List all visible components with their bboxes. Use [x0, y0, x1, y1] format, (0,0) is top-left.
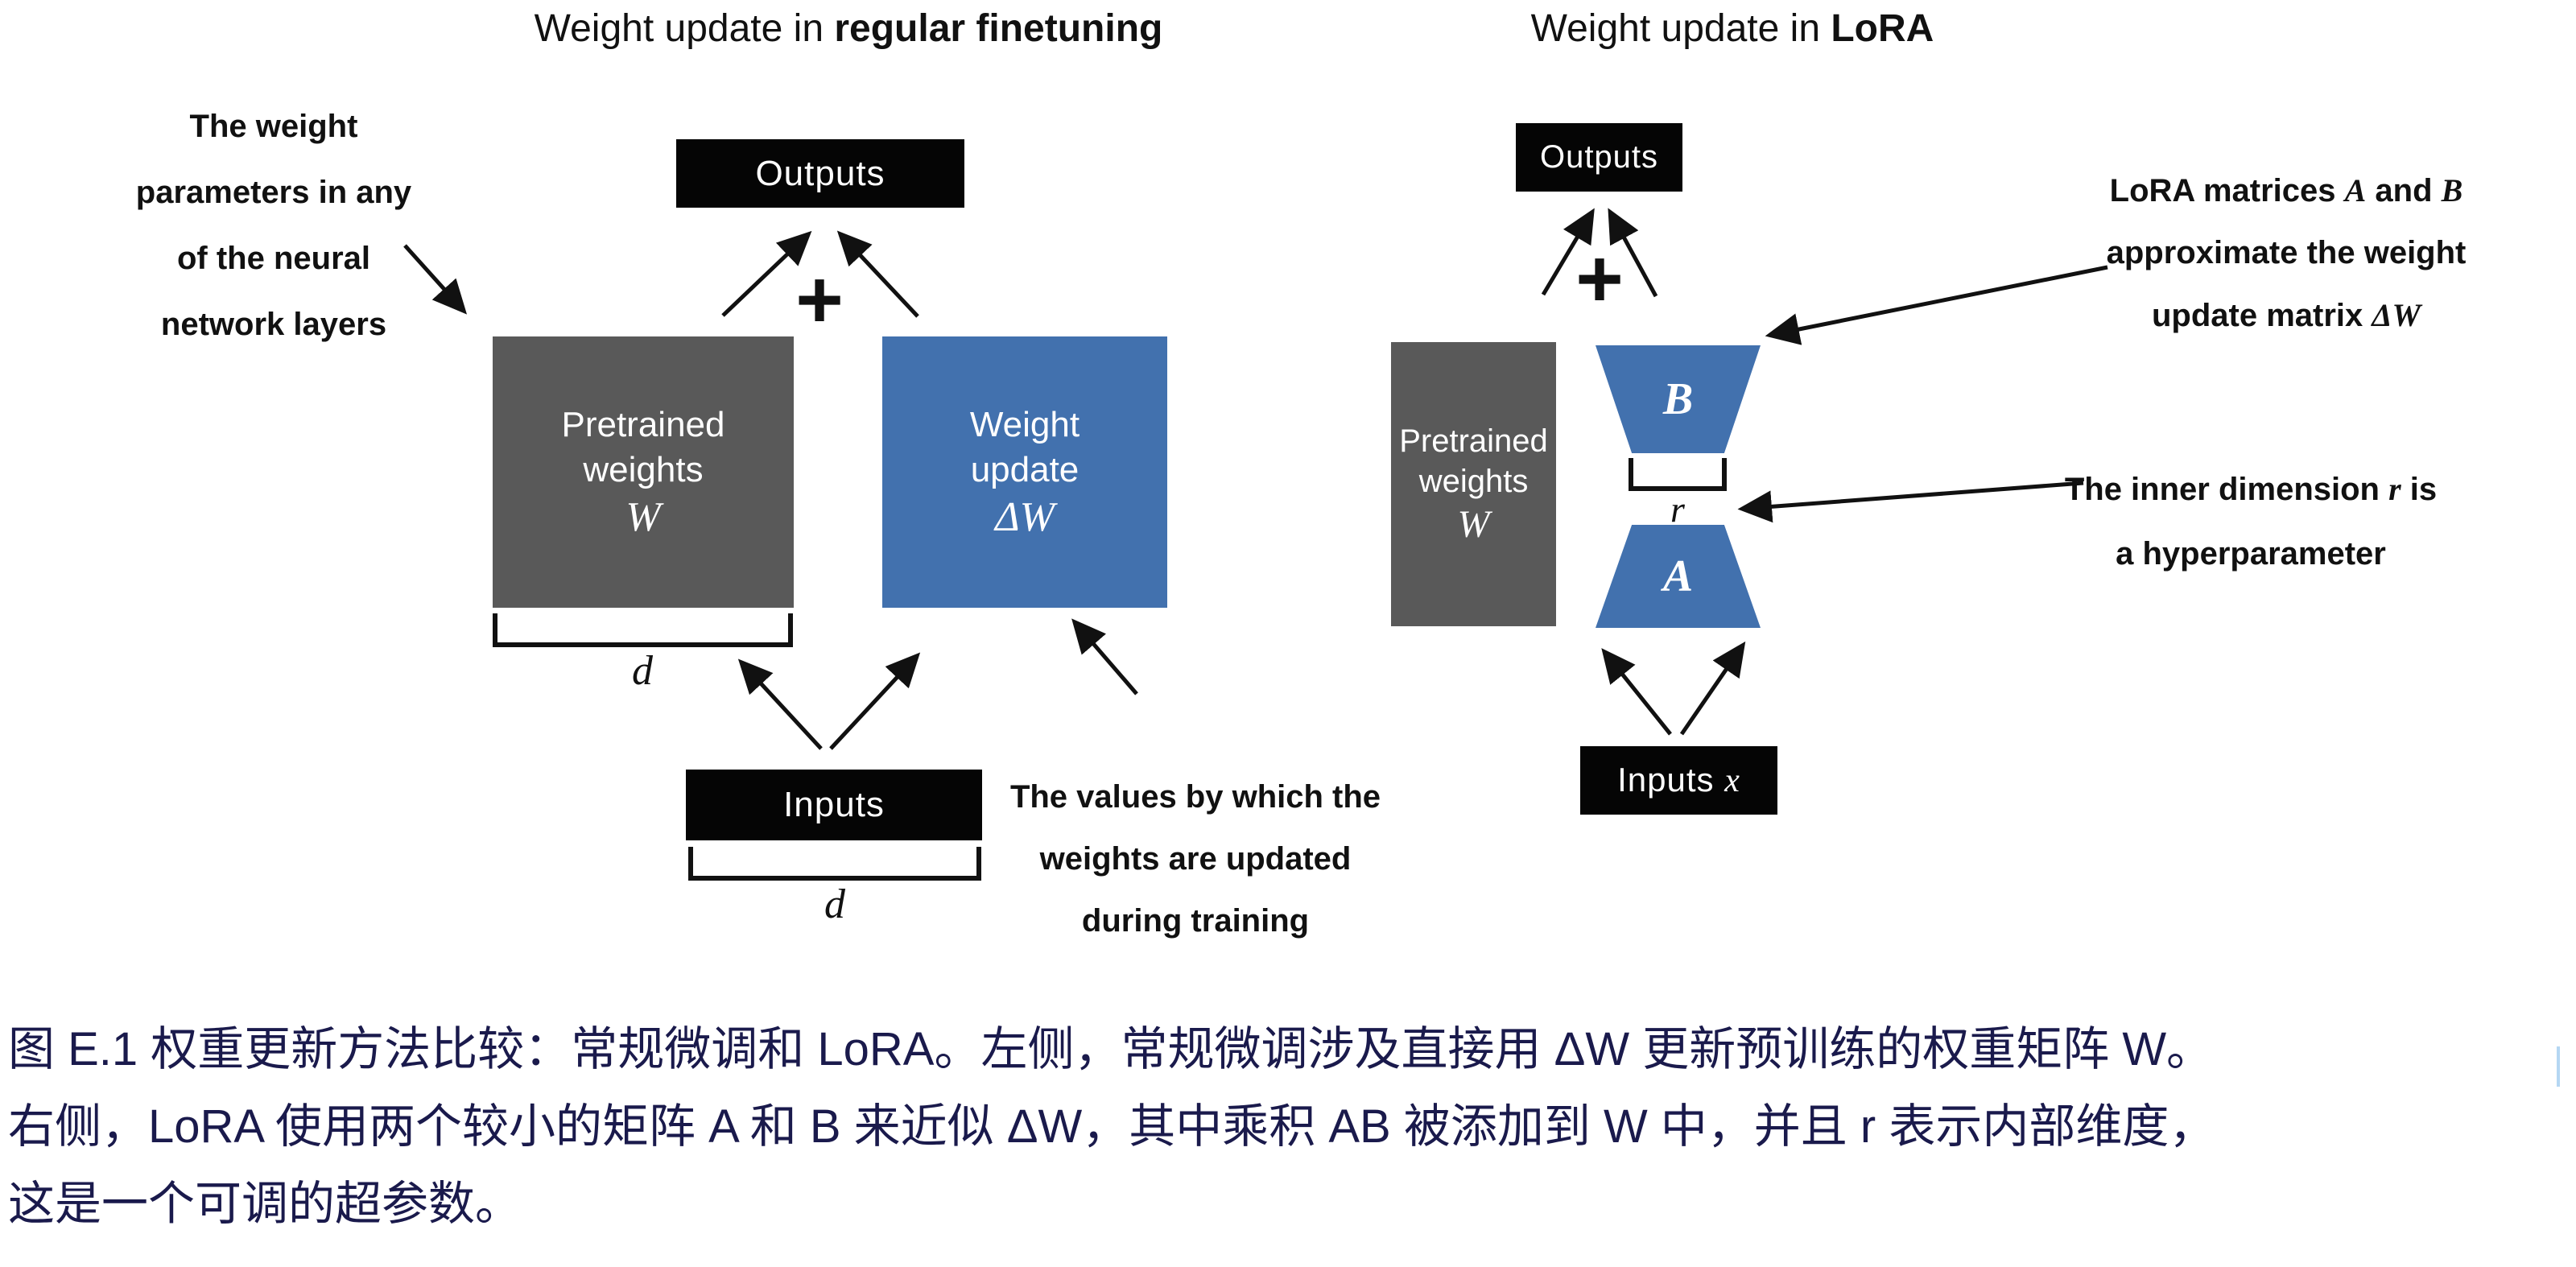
bracket-d-inputs — [688, 847, 981, 881]
bracket-d-weights — [493, 613, 793, 647]
figure-caption: 图 E.1 权重更新方法比较：常规微调和 LoRA。左侧，常规微调涉及直接用 Δ… — [8, 1011, 2572, 1243]
weights-annotation-line: parameters in any — [135, 175, 412, 210]
pretrained-math-w: W — [1457, 502, 1490, 546]
plus-glyph: + — [1575, 233, 1624, 324]
weights-annotation-line: of the neural — [176, 241, 371, 276]
arrow-right-inputs-to-w — [1601, 648, 1672, 736]
caption-line-1: 图 E.1 权重更新方法比较：常规微调和 LoRA。左侧，常规微调涉及直接用 Δ… — [8, 1023, 2214, 1075]
inputs-word: Inputs — [1617, 761, 1725, 799]
weights-annotation-line: The weight — [189, 109, 358, 144]
values-annotation-line: The values by which the — [1009, 779, 1381, 815]
arrow-lora-annotation — [1765, 265, 2108, 345]
left-outputs-label: Outputs — [755, 153, 886, 193]
plus-glyph: + — [795, 254, 844, 345]
arrow-left-dw-to-outputs — [836, 230, 919, 318]
left-inputs-label: Inputs — [783, 785, 885, 824]
values-annotation-line: during training — [1081, 903, 1310, 939]
right-plus-sign: + — [1551, 237, 1648, 320]
right-title: Weight update in LoRA — [1410, 6, 2054, 51]
d-label-inputs: d — [795, 881, 875, 928]
arrow-values-annotation — [1071, 618, 1138, 695]
left-inputs-box: Inputs — [686, 770, 982, 840]
d-glyph: d — [632, 648, 653, 694]
arrow-weights-annotation — [403, 244, 468, 315]
pretrained-line: weights — [1418, 463, 1529, 499]
pretrained-line: weights — [583, 449, 704, 489]
right-pretrained-weights-box: Pretrained weights W — [1391, 342, 1556, 626]
arrow-right-inputs-to-a — [1679, 641, 1746, 736]
update-line: update — [970, 449, 1080, 489]
matrix-b-label: B — [1662, 374, 1694, 424]
lora-annotation-line: LoRA matrices A and B — [2109, 172, 2463, 208]
arrow-left-inputs-to-w — [737, 658, 823, 750]
right-inputs-box: Inputs x — [1580, 746, 1777, 815]
update-line: Weight — [969, 404, 1080, 444]
text-cursor-artifact — [2557, 1046, 2560, 1087]
weights-annotation: The weight parameters in any of the neur… — [72, 93, 475, 357]
inputs-math-x: x — [1724, 762, 1740, 799]
right-outputs-label: Outputs — [1539, 139, 1659, 175]
matrix-a-label: A — [1662, 551, 1694, 601]
arrow-rank-annotation — [1737, 481, 2084, 523]
lora-annotation: LoRA matrices A and B approximate the we… — [2085, 159, 2487, 347]
d-glyph: d — [824, 881, 845, 927]
rank-annotation-line: The inner dimension r is — [2064, 471, 2438, 507]
left-title-emphasis: regular finetuning — [834, 7, 1163, 50]
left-title-prefix: Weight update in — [534, 7, 835, 50]
values-annotation: The values by which the weights are upda… — [994, 766, 1397, 952]
pretrained-line: Pretrained — [561, 404, 725, 444]
arrow-left-inputs-to-dw — [829, 652, 921, 750]
lora-annotation-line: approximate the weight — [2106, 235, 2467, 270]
weights-annotation-line: network layers — [160, 307, 387, 342]
arrow-right-b-to-outputs — [1608, 208, 1658, 298]
right-title-prefix: Weight update in — [1530, 7, 1831, 50]
arrow-left-w-to-outputs — [721, 230, 812, 317]
bracket-r — [1629, 458, 1727, 491]
pretrained-line: Pretrained — [1399, 423, 1548, 459]
right-outputs-box: Outputs — [1516, 123, 1682, 192]
pretrained-math-w: W — [625, 493, 661, 540]
left-outputs-box: Outputs — [676, 139, 964, 208]
update-math-dw: ΔW — [995, 493, 1055, 540]
caption-line-2: 右侧，LoRA 使用两个较小的矩阵 A 和 B 来近似 ΔW，其中乘积 AB 被… — [8, 1100, 2216, 1153]
r-glyph: r — [1670, 489, 1685, 530]
left-plus-sign: + — [771, 258, 868, 340]
rank-annotation: The inner dimension r is a hyperparamete… — [2050, 457, 2452, 586]
rank-annotation-line: a hyperparameter — [2116, 536, 2386, 572]
left-pretrained-weights-box: Pretrained weights W — [493, 336, 794, 608]
lora-annotation-line: update matrix ΔW — [2151, 297, 2421, 333]
right-title-emphasis: LoRA — [1831, 7, 1934, 50]
weight-update-box: Weight update ΔW — [882, 336, 1167, 608]
values-annotation-line: weights are updated — [1039, 841, 1352, 877]
arrow-right-w-to-outputs — [1541, 208, 1595, 296]
left-title: Weight update in regular finetuning — [365, 6, 1331, 51]
caption-line-3: 这是一个可调的超参数。 — [8, 1178, 522, 1230]
rank-r-label: r — [1645, 488, 1710, 530]
d-label-weights: d — [602, 647, 683, 695]
right-inputs-label: Inputs x — [1617, 761, 1740, 800]
